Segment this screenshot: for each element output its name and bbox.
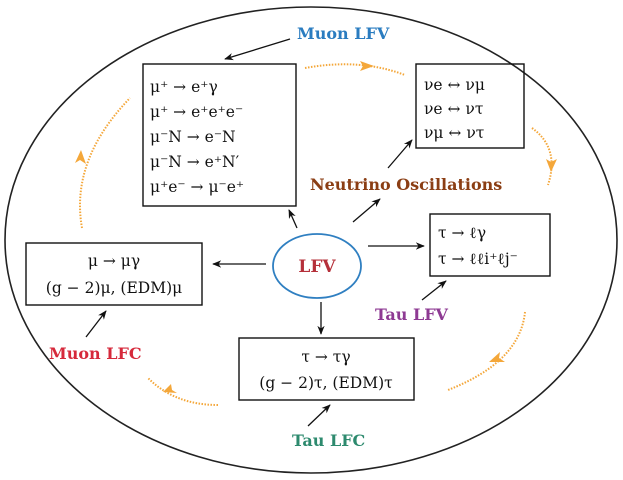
muon-lfv-process: μ⁻N → e⁻N [150,128,236,146]
muon-lfv-label: Muon LFV [297,24,390,43]
neutrino-box [415,63,525,149]
arrow-neutrino-label-to-box [387,139,413,169]
arrow-muon-lfc-label-to-box [85,310,107,338]
cycle-arrow-right-bottom [447,311,526,391]
tau-lfc-processes: τ → τγ (g − 2)τ, (EDM)τ [259,348,392,392]
muon-lfc-processes: μ → μγ (g − 2)μ, (EDM)μ [46,252,182,297]
tau-lfv-processes: τ → ℓγ τ → ℓℓi⁺ℓj⁻ [438,224,518,268]
outer-ellipse [4,6,618,474]
neutrino-label: Neutrino Oscillations [310,175,502,194]
muon-lfc-label: Muon LFC [49,344,142,363]
neutrino-process: νe ↔ ντ [424,100,483,118]
arrow-tau-lfc-label-to-box [307,404,331,427]
muon-lfv-box [142,63,297,207]
cycle-head-top [360,61,374,71]
muon-lfv-process: μ⁻N → e⁺N′ [150,153,240,171]
tau-lfv-label: Tau LFV [375,305,449,324]
muon-lfv-processes: μ⁺ → e⁺γ μ⁺ → e⁺e⁺e⁻ μ⁻N → e⁻N μ⁻N → e⁺N… [150,78,244,196]
tau-lfv-process: τ → ℓℓi⁺ℓj⁻ [438,250,518,268]
cycle-head-left [75,150,86,164]
muon-lfv-process: μ⁺ → e⁺e⁺e⁻ [150,103,243,121]
cycle-arrow-bottom [147,377,219,406]
tau-lfc-process: (g − 2)τ, (EDM)τ [259,374,392,392]
tau-lfc-label: Tau LFC [292,431,365,450]
cycle-arrow-left [79,97,131,229]
neutrino-process: νe ↔ νμ [424,76,485,94]
cycle-head-right-bottom [489,352,505,362]
tau-lfv-process: τ → ℓγ [438,224,486,242]
cycle-arrows [79,63,553,406]
cycle-head-bottom [163,384,177,393]
tau-lfc-process: τ → τγ [301,348,350,366]
muon-lfv-process: μ⁺e⁻ → μ⁻e⁺ [150,178,244,196]
neutrino-process: νμ ↔ ντ [424,124,484,142]
arrow-center-to-muon-lfv [288,209,298,229]
neutrino-processes: νe ↔ νμ νe ↔ ντ νμ ↔ ντ [424,76,485,142]
cycle-head-right-top [546,159,557,172]
center-label: LFV [298,257,336,277]
muon-lfc-process: μ → μγ [88,252,140,270]
tau-lfc-box [238,337,415,401]
muon-lfv-process: μ⁺ → e⁺γ [150,78,218,96]
arrow-tau-lfv-label-to-box [421,280,447,301]
cycle-arrow-top [304,63,406,76]
cycle-arrowheads [75,61,557,393]
arrow-label-to-muon-lfv [224,38,291,61]
connector-arrows [85,38,447,427]
arrow-center-to-neutrino [352,198,381,223]
cycle-arrow-right-top [531,127,553,186]
muon-lfc-process: (g − 2)μ, (EDM)μ [46,279,182,297]
muon-lfc-box [25,242,203,306]
center-ellipse [272,233,362,299]
tau-lfv-box [429,213,551,277]
